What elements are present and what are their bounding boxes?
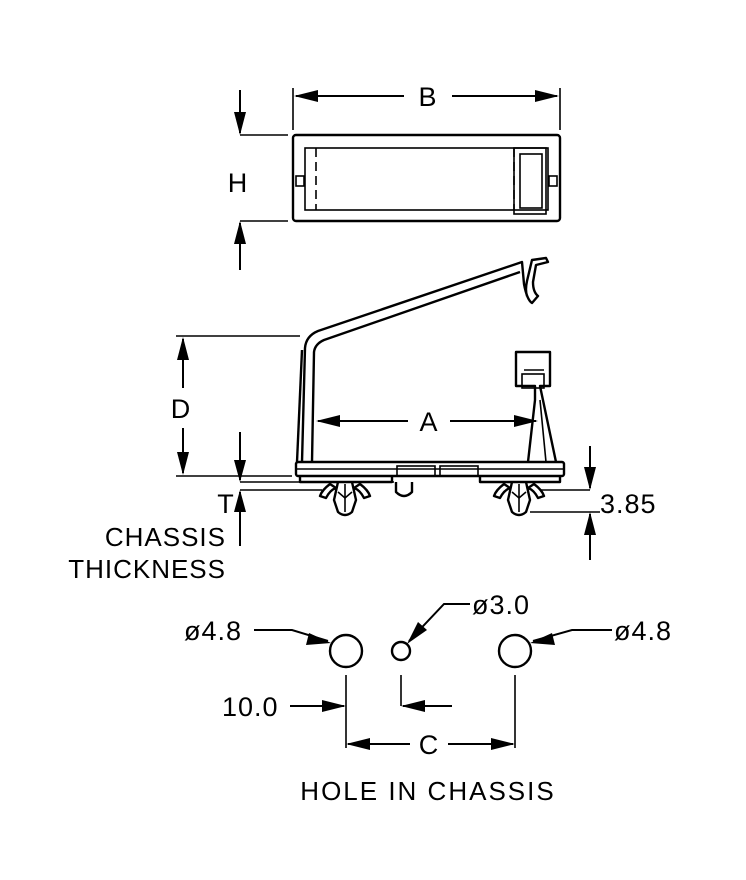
hole-left-label: ø4.8 — [184, 616, 242, 646]
dimension-b: B — [292, 82, 561, 130]
dimension-h: H — [228, 90, 288, 270]
hole-small — [390, 640, 412, 662]
dimension-d: D — [171, 335, 300, 477]
dimension-385: 3.85 — [530, 446, 657, 560]
dimension-385-label: 3.85 — [600, 489, 657, 519]
dimension-a: A — [316, 407, 538, 437]
hole-left — [328, 633, 364, 669]
hole-right — [497, 633, 533, 669]
top-view — [291, 133, 562, 223]
side-view — [240, 256, 590, 517]
dimension-d-label: D — [171, 394, 192, 424]
hole-pattern — [254, 603, 612, 750]
dimension-b-label: B — [418, 82, 437, 112]
hole-right-label: ø4.8 — [614, 616, 672, 646]
dimension-h-label: H — [228, 168, 249, 198]
spacing-label: 10.0 — [222, 692, 279, 722]
dimension-c-label: C — [419, 730, 440, 760]
chassis-label: CHASSIS — [105, 522, 226, 552]
hole-small-label: ø3.0 — [472, 590, 530, 620]
dimension-a-label: A — [419, 407, 438, 437]
dimension-t: T — [217, 432, 246, 546]
thickness-label: THICKNESS — [68, 554, 226, 584]
footer-caption: HOLE IN CHASSIS — [300, 776, 555, 806]
dimension-t-label: T — [217, 489, 235, 519]
